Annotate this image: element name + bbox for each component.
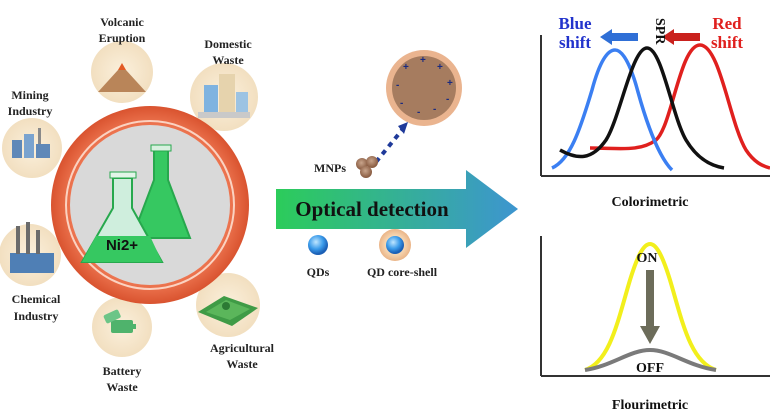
red-shift-label-1: Red — [712, 14, 742, 33]
label-chemical: Chemical — [12, 292, 61, 306]
on-label: ON — [637, 251, 658, 266]
source-icon-ring: Volcanic Eruption Domestic Waste Mining … — [0, 15, 275, 394]
colorimetric-plot: Blue shift Red shift SPR Colorimetric — [540, 14, 770, 210]
mnp-arrow — [374, 122, 408, 164]
central-ring: Ni2+ — [51, 106, 249, 304]
qd-core-shell-icon — [379, 229, 411, 261]
buildings-icon — [190, 63, 258, 131]
fluorimetric-title: Flourimetric — [612, 398, 688, 413]
volcano-icon — [91, 41, 153, 103]
farmland-icon — [196, 273, 260, 337]
down-arrow-icon — [640, 270, 660, 344]
label-waste-agricultural: Waste — [226, 357, 258, 371]
svg-text:-: - — [400, 98, 403, 109]
factory-icon — [0, 222, 61, 286]
ni-ion-label: Ni2+ — [106, 237, 138, 254]
label-mining: Mining — [11, 88, 48, 102]
optical-detection-label: Optical detection — [295, 197, 449, 221]
qd-core-shell-label: QD core-shell — [367, 265, 438, 279]
spr-curve — [559, 46, 725, 170]
svg-text:+: + — [420, 55, 426, 66]
optical-detection-arrow: Optical detection — [276, 170, 518, 248]
colorimetric-title: Colorimetric — [612, 195, 689, 210]
label-waste-battery: Waste — [106, 380, 138, 394]
svg-text:+: + — [437, 62, 443, 73]
label-industry-mining: Industry — [8, 104, 53, 118]
svg-text:-: - — [396, 80, 399, 91]
battery-icon — [92, 297, 152, 357]
label-volcanic: Volcanic — [100, 15, 144, 29]
label-battery: Battery — [103, 364, 142, 378]
spr-label: SPR — [652, 18, 667, 45]
blue-shift-label-2: shift — [559, 33, 591, 52]
blue-shift-curve — [551, 48, 674, 172]
red-shift-curve — [589, 43, 770, 170]
svg-text:+: + — [403, 62, 409, 73]
label-waste-domestic: Waste — [212, 53, 244, 67]
blue-shift-label-1: Blue — [558, 14, 592, 33]
qds-label: QDs — [307, 265, 330, 279]
off-curve — [584, 347, 717, 372]
red-shift-label-2: shift — [711, 33, 743, 52]
off-label: OFF — [636, 361, 664, 376]
svg-text:-: - — [417, 107, 420, 118]
label-domestic: Domestic — [204, 37, 252, 51]
flask-back-icon — [130, 144, 192, 239]
label-eruption: Eruption — [99, 31, 146, 45]
mnp-particle-icon: +++ +-- --- — [386, 50, 462, 126]
svg-text:-: - — [446, 94, 449, 105]
label-industry-chemical: Industry — [14, 309, 59, 323]
mnps-label: MNPs — [314, 161, 346, 175]
blue-shift-arrow-icon — [600, 29, 638, 45]
mnp-cluster-icon — [356, 156, 378, 178]
red-shift-arrow-icon — [662, 29, 700, 45]
flask-front-icon — [80, 171, 164, 263]
on-curve — [584, 241, 717, 372]
fluorimetric-plot: ON OFF Flourimetric — [540, 236, 770, 413]
qd-icon — [308, 235, 328, 255]
svg-text:+: + — [447, 78, 453, 89]
label-agricultural: Agricultural — [210, 341, 275, 355]
mining-icon — [2, 118, 62, 178]
svg-text:-: - — [433, 104, 436, 115]
